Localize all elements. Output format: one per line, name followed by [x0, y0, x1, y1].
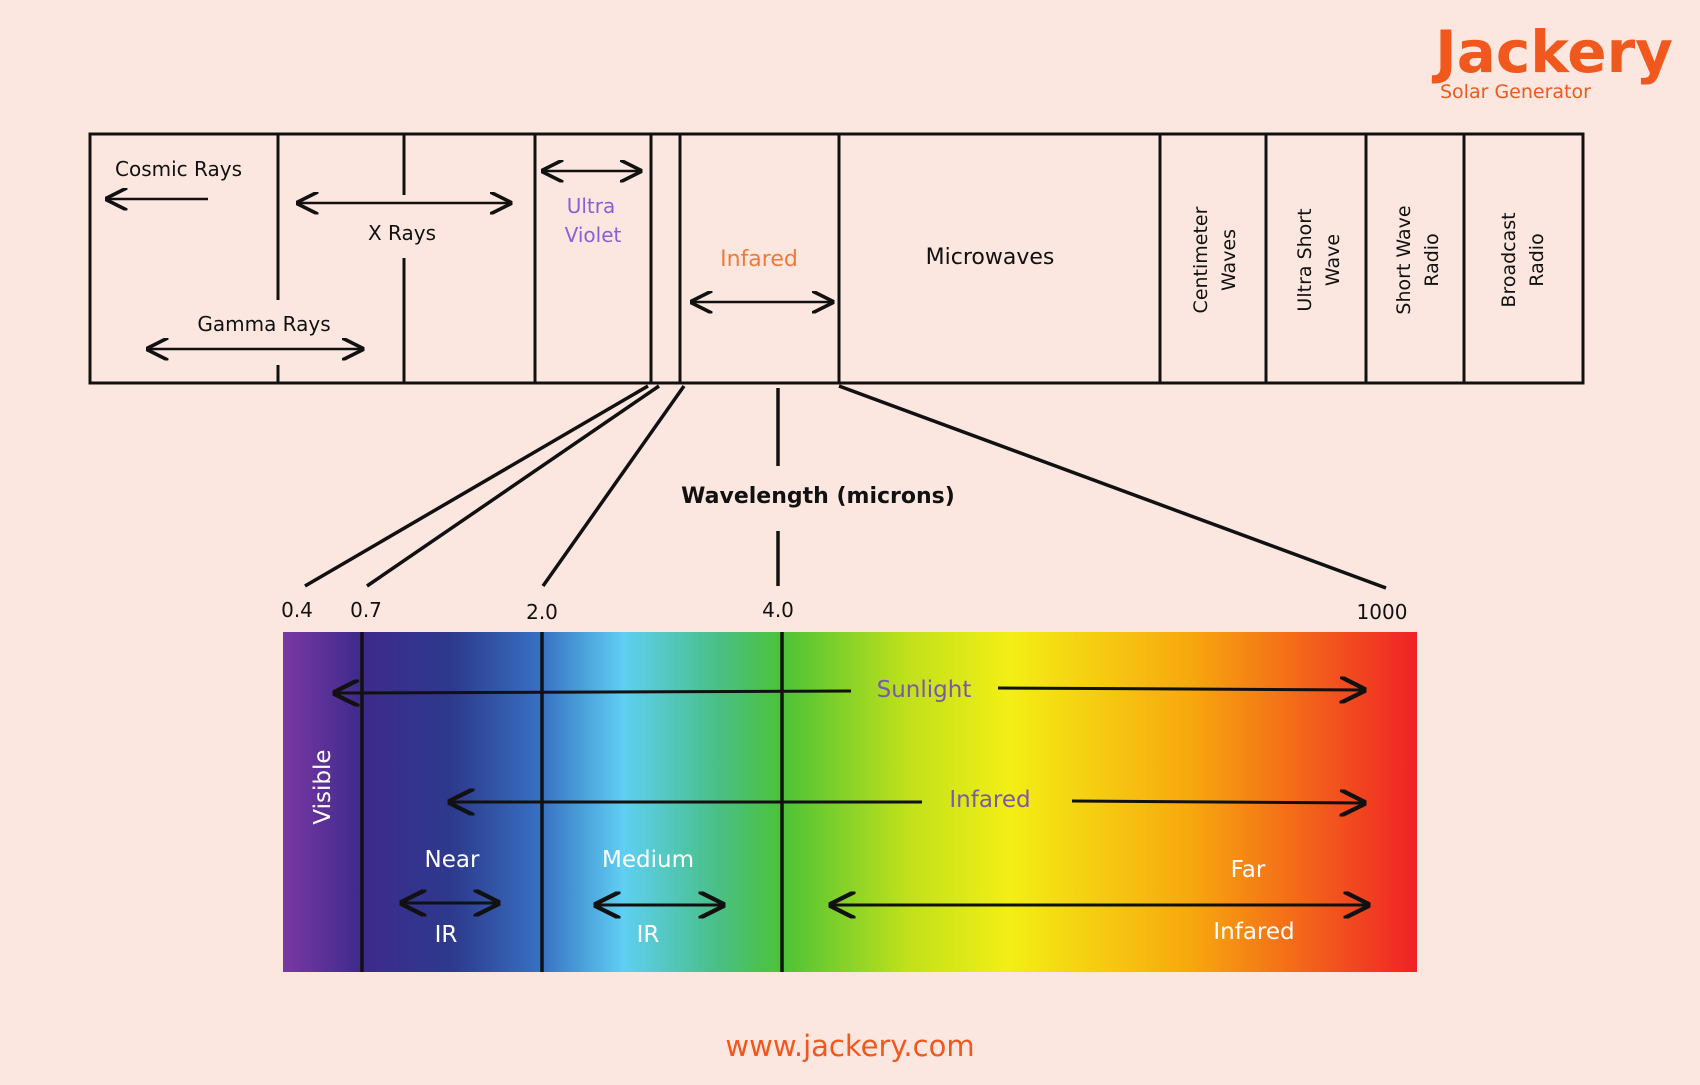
brand-tagline: Solar Generator: [1440, 81, 1591, 103]
tick-label-0-7: 0.7: [350, 598, 382, 622]
broadcast-line1: Broadcast: [1498, 212, 1520, 307]
tick-label-2-0: 2.0: [526, 600, 558, 624]
infrared-label: Infared: [720, 247, 798, 272]
axis-title: Wavelength (microns): [681, 484, 955, 509]
website-url[interactable]: www.jackery.com: [725, 1029, 974, 1063]
microwaves-label: Microwaves: [926, 245, 1055, 270]
tick-label-0-4: 0.4: [281, 598, 313, 622]
sunlight-arrow-right: [997, 688, 1364, 690]
visible-label: Visible: [310, 749, 336, 824]
near-ir-label: IR: [435, 922, 458, 948]
band-arrows: [335, 688, 1368, 905]
sunlight-arrow-left: [335, 691, 852, 693]
medium-label: Medium: [602, 847, 694, 873]
uv-label-line1: Ultra: [567, 194, 616, 218]
tick-label-4-0: 4.0: [762, 598, 794, 622]
infared-band-label: Infared: [949, 787, 1030, 813]
brand-logo: Jackery: [1431, 18, 1673, 86]
uv-label-line2: Violet: [565, 223, 622, 247]
near-label: Near: [425, 847, 480, 873]
broadcast-line2: Radio: [1526, 233, 1548, 286]
connector-lines: [304, 384, 1387, 590]
far-label: Far: [1231, 857, 1266, 883]
cosmic-rays-label: Cosmic Rays: [115, 157, 242, 181]
gamma-rays-label: Gamma Rays: [197, 312, 330, 336]
shortwave-line2: Radio: [1421, 233, 1443, 286]
x-rays-label: X Rays: [368, 221, 436, 245]
far-infared-label: Infared: [1213, 919, 1294, 945]
spectrum-box-arrows: [107, 171, 832, 349]
medium-ir-label: IR: [637, 922, 660, 948]
infared-arrow-right: [1071, 801, 1364, 803]
ultrashort-line1: Ultra Short: [1294, 208, 1316, 311]
centimeter-line2: Waves: [1218, 229, 1240, 291]
spectrum-box: [88, 132, 1585, 385]
tick-label-1000: 1000: [1357, 600, 1408, 624]
ultrashort-line2: Wave: [1322, 234, 1344, 286]
shortwave-line1: Short Wave: [1393, 205, 1415, 314]
centimeter-line1: Centimeter: [1190, 206, 1212, 313]
sunlight-label: Sunlight: [877, 677, 972, 703]
